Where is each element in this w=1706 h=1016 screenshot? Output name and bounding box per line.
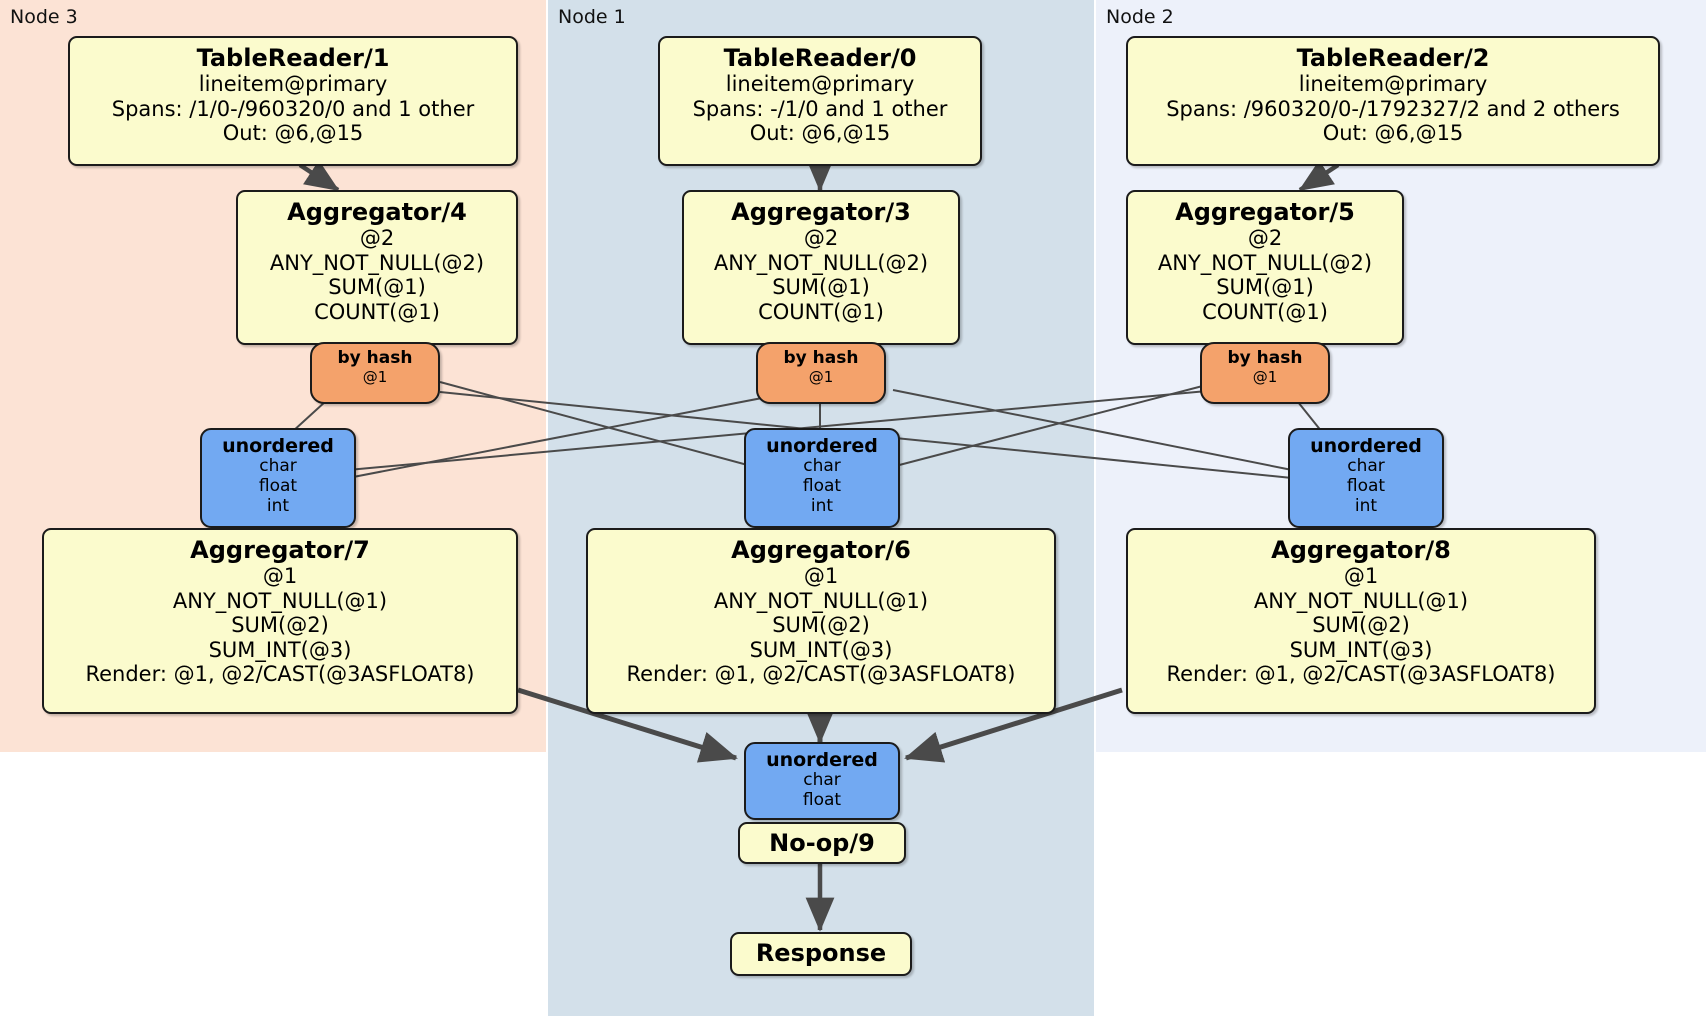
node-aggregator-4[interactable]: Aggregator/4 @2 ANY_NOT_NULL(@2) SUM(@1)…: [236, 190, 518, 345]
node-title: Aggregator/5: [1175, 198, 1355, 226]
sync-type-int: int: [1354, 495, 1378, 516]
node-tablereader-1[interactable]: TableReader/1 lineitem@primary Spans: /1…: [68, 36, 518, 166]
node-line-agg-3: SUM_INT(@3): [208, 637, 352, 662]
router-column: @1: [808, 367, 834, 386]
node-line-agg-3: COUNT(@1): [1202, 299, 1328, 324]
node-line-groupcol: @1: [262, 564, 298, 589]
node-line-render: Render: @1, @2/CAST(@3ASFLOAT8): [626, 662, 1016, 687]
node-line-agg-2: SUM(@1): [1216, 275, 1314, 300]
node-line-agg-2: SUM(@1): [772, 275, 870, 300]
node-line-agg-2: SUM(@2): [772, 613, 870, 638]
node-line-agg-3: SUM_INT(@3): [1289, 637, 1433, 662]
sync-type-float: float: [1346, 476, 1386, 497]
sync-type-char: char: [259, 456, 297, 477]
node-aggregator-8[interactable]: Aggregator/8 @1 ANY_NOT_NULL(@1) SUM(@2)…: [1126, 528, 1596, 714]
node-title: Response: [755, 939, 887, 967]
node-title: No-op/9: [769, 829, 875, 857]
node-tablereader-2[interactable]: TableReader/2 lineitem@primary Spans: /9…: [1126, 36, 1660, 166]
router-column: @1: [362, 367, 388, 386]
node-line-index: lineitem@primary: [725, 72, 915, 97]
node-aggregator-7[interactable]: Aggregator/7 @1 ANY_NOT_NULL(@1) SUM(@2)…: [42, 528, 518, 714]
sync-type-char: char: [1347, 456, 1385, 477]
node-line-agg-2: SUM(@1): [328, 275, 426, 300]
sync-title: unordered: [766, 435, 878, 457]
node-line-spans: Spans: -/1/0 and 1 other: [692, 96, 948, 121]
node-line-groupcol: @1: [1343, 564, 1379, 589]
sync-title: unordered: [222, 435, 334, 457]
sync-type-int: int: [266, 495, 290, 516]
panel-label-node-3: Node 3: [10, 6, 78, 28]
node-line-groupcol: @2: [1247, 226, 1283, 251]
node-line-out: Out: @6,@15: [749, 121, 891, 146]
node-line-render: Render: @1, @2/CAST(@3ASFLOAT8): [85, 662, 475, 687]
sync-type-int: int: [810, 495, 834, 516]
sync-type-float: float: [258, 476, 298, 497]
node-title: Aggregator/8: [1271, 536, 1451, 564]
node-title: Aggregator/3: [731, 198, 911, 226]
node-line-agg-3: COUNT(@1): [314, 299, 440, 324]
router-by-hash-left[interactable]: by hash @1: [310, 342, 440, 404]
sync-unordered-right[interactable]: unordered char float int: [1288, 428, 1444, 528]
node-line-render: Render: @1, @2/CAST(@3ASFLOAT8): [1166, 662, 1556, 687]
node-line-agg-1: ANY_NOT_NULL(@1): [1253, 588, 1469, 613]
panel-label-node-1: Node 1: [558, 6, 626, 28]
node-aggregator-3[interactable]: Aggregator/3 @2 ANY_NOT_NULL(@2) SUM(@1)…: [682, 190, 960, 345]
node-line-agg-1: ANY_NOT_NULL(@1): [172, 588, 388, 613]
router-title: by hash: [337, 348, 413, 368]
sync-unordered-center[interactable]: unordered char float int: [744, 428, 900, 528]
node-line-groupcol: @1: [803, 564, 839, 589]
node-title: TableReader/0: [723, 44, 917, 72]
node-line-spans: Spans: /1/0-/960320/0 and 1 other: [111, 96, 475, 121]
node-line-out: Out: @6,@15: [222, 121, 364, 146]
node-line-agg-2: SUM(@2): [1312, 613, 1410, 638]
node-line-agg-1: ANY_NOT_NULL(@2): [713, 250, 929, 275]
sync-title: unordered: [1310, 435, 1422, 457]
node-title: TableReader/1: [196, 44, 390, 72]
node-line-agg-3: COUNT(@1): [758, 299, 884, 324]
node-line-groupcol: @2: [359, 226, 395, 251]
router-title: by hash: [783, 348, 859, 368]
node-tablereader-0[interactable]: TableReader/0 lineitem@primary Spans: -/…: [658, 36, 982, 166]
sync-title: unordered: [766, 749, 878, 771]
node-aggregator-5[interactable]: Aggregator/5 @2 ANY_NOT_NULL(@2) SUM(@1)…: [1126, 190, 1404, 345]
node-response[interactable]: Response: [730, 932, 912, 976]
node-title: Aggregator/6: [731, 536, 911, 564]
node-line-agg-1: ANY_NOT_NULL(@2): [269, 250, 485, 275]
node-line-index: lineitem@primary: [1298, 72, 1488, 97]
sync-type-float: float: [802, 790, 842, 811]
node-title: Aggregator/4: [287, 198, 467, 226]
router-column: @1: [1252, 367, 1278, 386]
router-by-hash-center[interactable]: by hash @1: [756, 342, 886, 404]
node-line-index: lineitem@primary: [198, 72, 388, 97]
panel-label-node-2: Node 2: [1106, 6, 1174, 28]
node-line-agg-2: SUM(@2): [231, 613, 329, 638]
sync-type-char: char: [803, 770, 841, 791]
sync-type-float: float: [802, 476, 842, 497]
sync-unordered-final[interactable]: unordered char float: [744, 742, 900, 820]
node-noop-9[interactable]: No-op/9: [738, 822, 906, 864]
node-line-agg-1: ANY_NOT_NULL(@2): [1157, 250, 1373, 275]
node-line-groupcol: @2: [803, 226, 839, 251]
node-title: Aggregator/7: [190, 536, 370, 564]
node-line-agg-3: SUM_INT(@3): [749, 637, 893, 662]
node-line-agg-1: ANY_NOT_NULL(@1): [713, 588, 929, 613]
sync-type-char: char: [803, 456, 841, 477]
router-title: by hash: [1227, 348, 1303, 368]
node-line-spans: Spans: /960320/0-/1792327/2 and 2 others: [1166, 96, 1620, 121]
node-line-out: Out: @6,@15: [1322, 121, 1464, 146]
sync-unordered-left[interactable]: unordered char float int: [200, 428, 356, 528]
node-title: TableReader/2: [1296, 44, 1490, 72]
router-by-hash-right[interactable]: by hash @1: [1200, 342, 1330, 404]
node-aggregator-6[interactable]: Aggregator/6 @1 ANY_NOT_NULL(@1) SUM(@2)…: [586, 528, 1056, 714]
